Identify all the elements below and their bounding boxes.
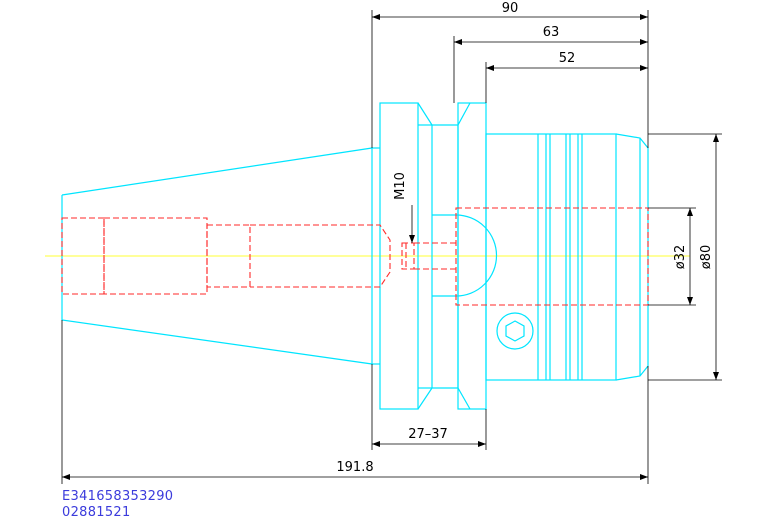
- dim-63-label: 63: [543, 25, 560, 40]
- dia32-label: ø32: [673, 245, 688, 270]
- dimension-lines: [61, 10, 722, 484]
- set-screw-circle: [496, 312, 534, 350]
- dim-191-label: 191.8: [336, 460, 373, 475]
- v-groove-top: [417, 102, 471, 126]
- bore-front: [206, 224, 251, 288]
- dim-27-37-label: 27–37: [408, 427, 448, 442]
- part-number: 02881521: [62, 505, 131, 520]
- m10-label: M10: [393, 172, 408, 200]
- hidden-lines: [61, 207, 649, 306]
- holder-outline: [61, 102, 649, 410]
- bore-cone: [250, 224, 391, 288]
- thread-bore: [401, 242, 415, 270]
- dim-52-label: 52: [559, 51, 576, 66]
- dia80-label: ø80: [699, 245, 714, 270]
- pocket-arc: [432, 214, 498, 297]
- v-groove-bottom: [417, 387, 471, 410]
- arrowheads: [62, 14, 719, 480]
- body-outline: [485, 133, 617, 381]
- bore-mid: [103, 217, 208, 295]
- dim-90-label: 90: [502, 1, 519, 16]
- set-screw-hex: [505, 320, 525, 342]
- nose-chamfer: [615, 133, 649, 381]
- collet-bore: [455, 207, 649, 306]
- bore-rear: [61, 217, 105, 295]
- flange-outline: [379, 102, 419, 410]
- order-code: E341658353290: [62, 489, 174, 504]
